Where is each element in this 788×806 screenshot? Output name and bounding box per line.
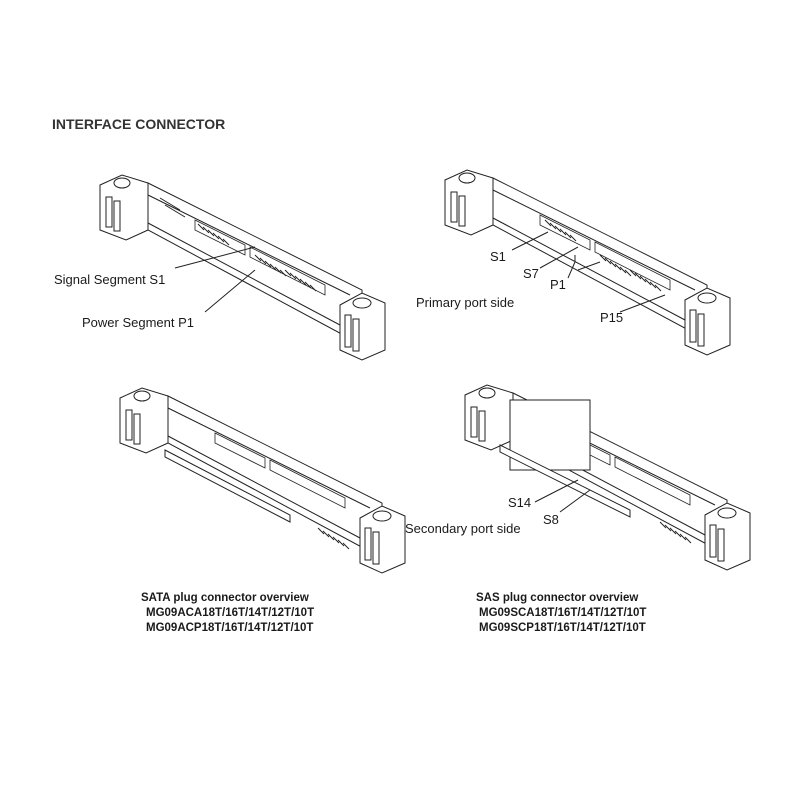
sata-plug-bottom-drawing [119, 387, 406, 574]
sas-primary-connector-drawing [444, 169, 731, 356]
power-segment-label: Power Segment P1 [82, 315, 195, 330]
sata-caption: SATA plug connector overview MG09ACA18T/… [141, 591, 314, 636]
sata-caption-title: SATA plug connector overview [141, 592, 309, 604]
p15-label: P15 [600, 310, 624, 325]
sata-connector-drawing [99, 174, 386, 361]
page-heading: INTERFACE CONNECTOR [52, 116, 226, 132]
secondary-port-side-label: Secondary port side [405, 521, 521, 536]
sas-caption-title: SAS plug connector overview [476, 592, 639, 604]
sata-model-1: MG09ACA18T/16T/14T/12T/10T [146, 607, 315, 619]
primary-port-side-label: Primary port side [416, 295, 515, 310]
s14-label: S14 [508, 495, 532, 510]
sas-model-1: MG09SCA18T/16T/14T/12T/10T [479, 607, 647, 619]
power-leader-line [204, 269, 256, 313]
s8-label: S8 [543, 512, 559, 527]
p1-label: P1 [550, 277, 566, 292]
sas-secondary-connector-drawing [464, 384, 751, 571]
signal-leader-line [174, 246, 256, 269]
signal-segment-label: Signal Segment S1 [54, 272, 166, 287]
sas-model-2: MG09SCP18T/16T/14T/12T/10T [479, 622, 646, 634]
s7-label: S7 [523, 266, 539, 281]
sas-caption: SAS plug connector overview MG09SCA18T/1… [476, 591, 646, 636]
sata-model-2: MG09ACP18T/16T/14T/12T/10T [146, 622, 314, 634]
s1-label: S1 [490, 249, 506, 264]
